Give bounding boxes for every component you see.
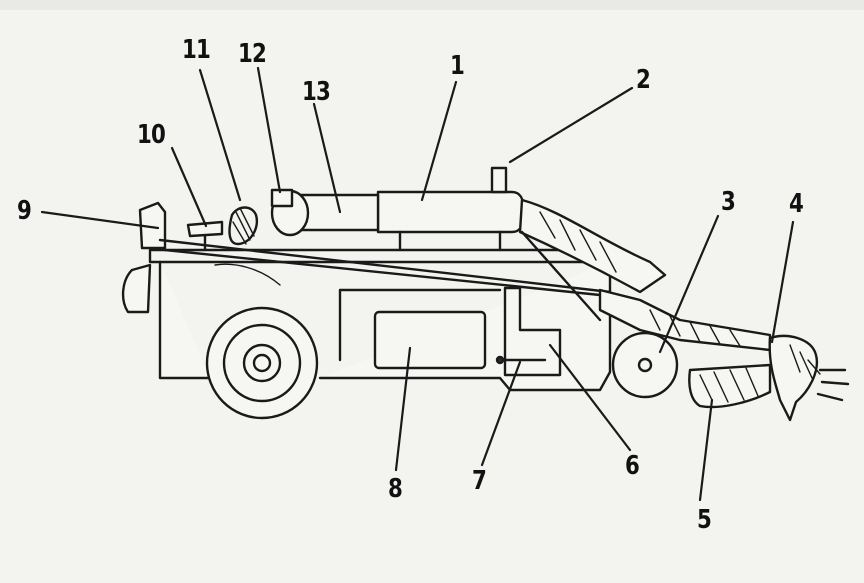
leader-9 <box>40 210 160 230</box>
guide-wheel <box>611 331 679 399</box>
lifter-prongs <box>816 368 850 402</box>
lifter-4-detail <box>789 344 821 379</box>
leader-11 <box>198 68 242 202</box>
front-boom <box>518 198 667 294</box>
tank-support <box>398 230 502 252</box>
leader-2 <box>508 86 634 164</box>
leader-8 <box>394 346 412 472</box>
label-13: 13 <box>301 77 331 107</box>
label-7: 7 <box>471 466 487 496</box>
rear-wheel-center <box>252 353 272 373</box>
leader-13 <box>312 102 342 214</box>
label-8: 8 <box>387 474 403 504</box>
tank-upper <box>376 190 526 234</box>
front-arm-hatch <box>649 309 741 347</box>
side-frame-diagonal <box>163 248 602 297</box>
leader-6 <box>548 343 632 452</box>
bracket-6 <box>503 286 562 377</box>
label-11: 11 <box>181 35 211 65</box>
guide-wheel-hub <box>637 357 653 373</box>
cap-mount <box>270 188 294 208</box>
lever-pivot <box>495 355 505 365</box>
leader-3 <box>658 214 720 354</box>
leader-10 <box>170 146 208 228</box>
side-frame-diagonal-2 <box>158 238 612 294</box>
label-6: 6 <box>624 451 640 481</box>
share-5 <box>688 363 772 409</box>
scan-edge <box>0 0 864 10</box>
seat-10 <box>186 220 224 238</box>
leader-7 <box>480 360 522 467</box>
rear-post <box>138 201 167 250</box>
nozzle-2 <box>490 166 508 194</box>
share-5-hatch <box>699 367 759 403</box>
label-1: 1 <box>449 51 465 81</box>
leader-5 <box>698 398 714 502</box>
label-12: 12 <box>237 39 267 69</box>
leader-12 <box>256 66 282 194</box>
rear-hose <box>214 263 281 286</box>
label-9: 9 <box>16 196 32 226</box>
leader-4 <box>770 220 795 344</box>
support-rod <box>520 230 602 322</box>
label-3: 3 <box>720 187 736 217</box>
label-5: 5 <box>696 505 712 535</box>
lifter-4 <box>768 334 818 422</box>
rear-bumper <box>121 263 152 314</box>
label-2: 2 <box>635 65 651 95</box>
side-panel-frame <box>338 288 502 362</box>
coil-hose-hatch <box>232 207 255 245</box>
front-boom-hatch <box>539 211 617 273</box>
label-10: 10 <box>136 120 166 150</box>
label-4: 4 <box>788 189 804 219</box>
rear-wheel-rim <box>222 323 302 403</box>
rear-wheel-hub <box>242 343 282 383</box>
leader-1 <box>420 80 458 202</box>
side-panel-8 <box>373 310 487 370</box>
